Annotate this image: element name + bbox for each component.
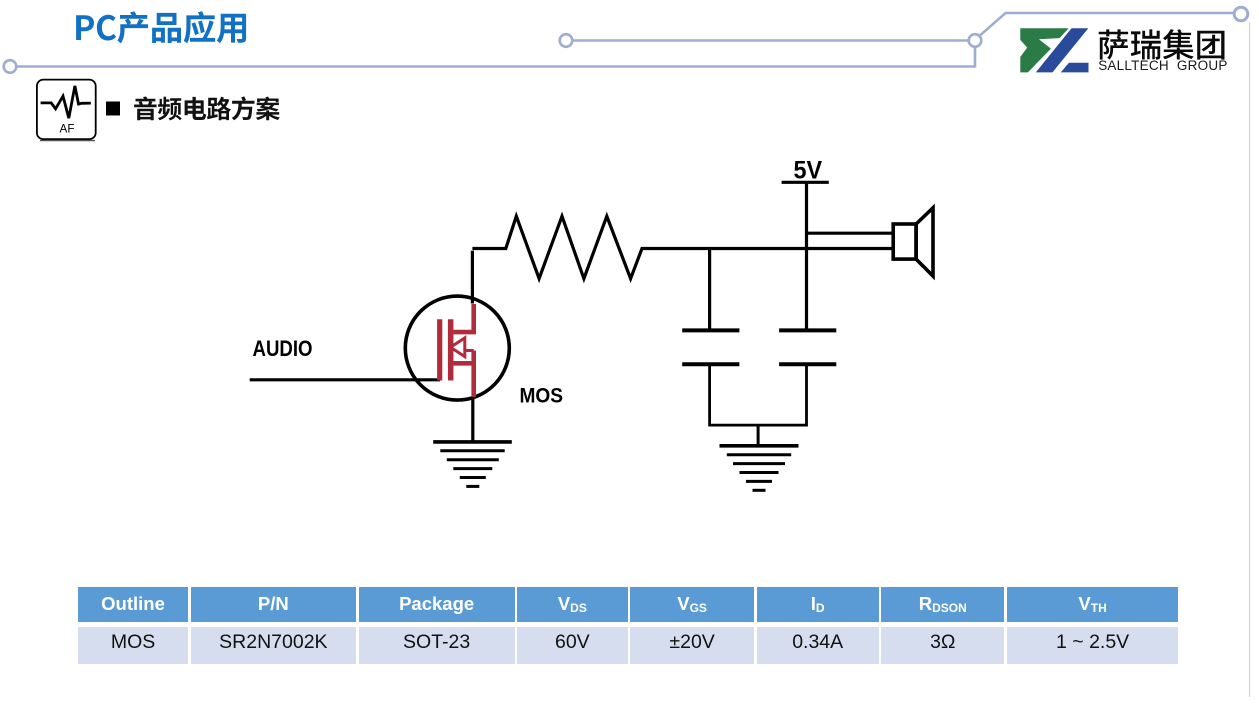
svg-text:AF: AF xyxy=(60,123,75,136)
svg-text:AUDIO: AUDIO xyxy=(253,336,313,361)
svg-text:MOS: MOS xyxy=(520,384,564,408)
svg-text:5V: 5V xyxy=(794,157,823,185)
